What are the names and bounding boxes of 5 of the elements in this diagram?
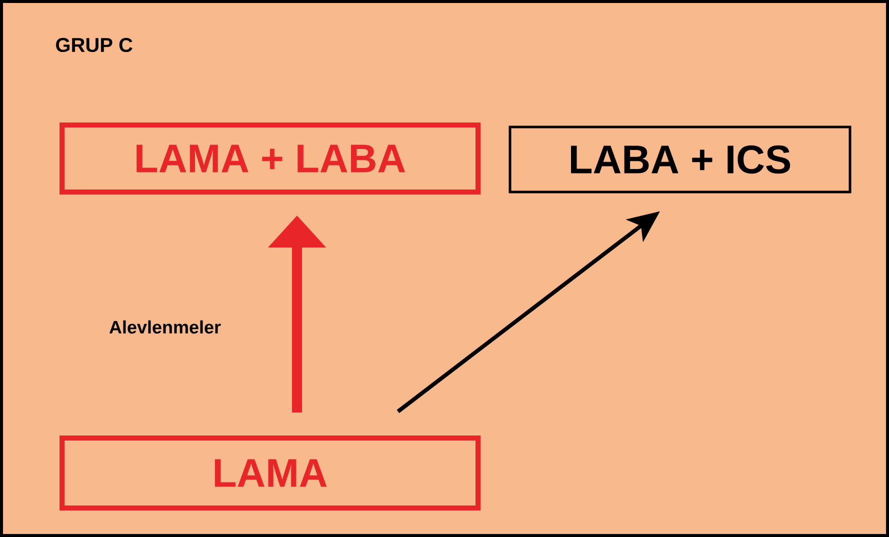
edge-label: Alevlenmeler: [109, 320, 221, 334]
title: GRUP C: [56, 38, 132, 52]
text-box: LAMA: [60, 435, 480, 510]
text-box: LABA + ICS: [508, 126, 852, 194]
text-box: LAMA + LABA: [60, 122, 480, 194]
